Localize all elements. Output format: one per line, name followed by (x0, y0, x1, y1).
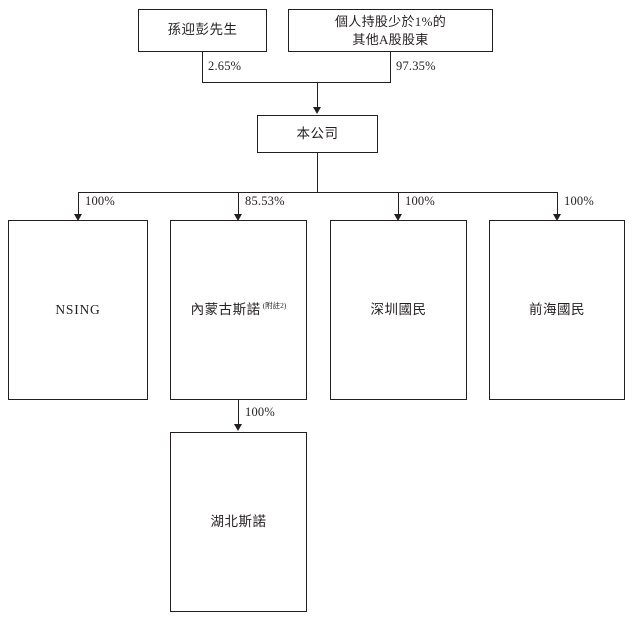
percent-company-to-neimenggu: 85.53% (245, 194, 285, 208)
node-shareholder-individual-label: 孫迎彭先生 (167, 22, 238, 38)
connector-others-down (390, 52, 391, 83)
percent-others-to-company: 97.35% (396, 59, 436, 73)
node-neimenggu-sinuo-label: 內蒙古斯諾(附註2) (185, 301, 293, 319)
percent-company-to-shenzhen: 100% (405, 194, 435, 208)
node-qianhai-guomin-label: 前海國民 (529, 301, 585, 317)
arrow-into-qianhai (553, 214, 561, 221)
node-hubei-sinuo: 湖北斯諾 (170, 432, 307, 612)
node-qianhai-guomin: 前海國民 (489, 220, 625, 400)
connector-drop-qianhai (557, 192, 558, 219)
node-shareholder-individual: 孫迎彭先生 (138, 9, 267, 52)
connector-individual-down (202, 52, 203, 83)
connector-tier1-bus (202, 82, 391, 83)
node-shenzhen-guomin-label: 深圳國民 (370, 301, 427, 317)
node-shareholder-other-a-shares: 個人持股少於1%的 其他A股股東 (288, 9, 493, 52)
connector-tier3-bus (78, 192, 558, 193)
node-other-a-shares-line2: 其他A股股東 (352, 31, 429, 47)
percent-company-to-qianhai: 100% (564, 194, 594, 208)
connector-drop-nsing (78, 192, 79, 219)
node-neimenggu-sinuo-name: 內蒙古斯諾 (190, 301, 261, 317)
node-shenzhen-guomin: 深圳國民 (330, 220, 467, 400)
node-neimenggu-sinuo-note: (附註2) (262, 301, 287, 311)
arrow-into-shenzhen (394, 214, 402, 221)
node-other-a-shares-line1: 個人持股少於1%的 (334, 13, 447, 29)
node-nsing: NSING (8, 220, 148, 400)
percent-neimenggu-to-hubei: 100% (245, 405, 275, 419)
connector-neimenggu-to-hubei (238, 400, 239, 425)
percent-company-to-nsing: 100% (85, 194, 115, 208)
node-hubei-sinuo-label: 湖北斯諾 (210, 513, 267, 529)
connector-company-down (317, 153, 318, 192)
percent-individual-to-company: 2.65% (208, 59, 242, 73)
node-neimenggu-sinuo: 內蒙古斯諾(附註2) (170, 220, 307, 400)
node-shareholder-other-a-shares-label: 個人持股少於1%的 其他A股股東 (329, 13, 452, 48)
connector-drop-neimenggu (238, 192, 239, 219)
connector-bus-to-company (317, 82, 318, 108)
arrow-into-neimenggu (234, 214, 242, 221)
connector-drop-shenzhen (398, 192, 399, 219)
node-nsing-label: NSING (55, 301, 101, 317)
arrow-into-company (313, 107, 321, 114)
node-the-company: 本公司 (257, 115, 378, 153)
node-the-company-label: 本公司 (296, 125, 339, 141)
arrow-into-nsing (74, 214, 82, 221)
arrow-into-hubei (234, 424, 242, 431)
